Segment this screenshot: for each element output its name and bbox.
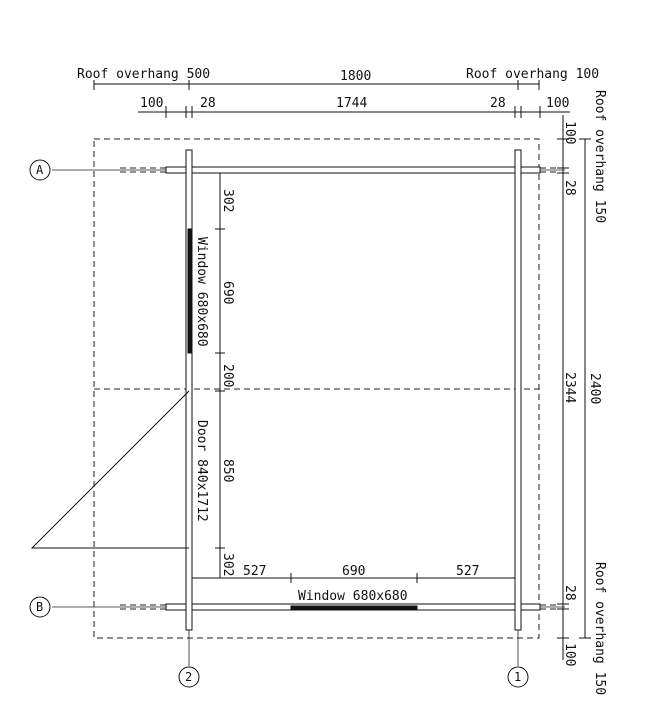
dim-right-seg-1: 100 bbox=[562, 121, 577, 144]
grid-marker-2-label: 2 bbox=[185, 670, 192, 684]
dim-right-seg-2: 28 bbox=[562, 180, 577, 196]
label-door: Door 840x1712 bbox=[194, 420, 209, 522]
dim-seg-5: 100 bbox=[546, 96, 569, 111]
dim-bottom-seg-3: 527 bbox=[456, 564, 479, 579]
dim-left-seg-5: 302 bbox=[220, 553, 235, 576]
grid-marker-a bbox=[29, 159, 51, 181]
dim-overhang-right: Roof overhang 100 bbox=[466, 67, 599, 82]
door-swing bbox=[30, 390, 190, 549]
dim-seg-2: 28 bbox=[200, 96, 216, 111]
grid-markers: A B 2 1 bbox=[29, 159, 529, 688]
wall-left bbox=[185, 149, 193, 631]
dim-overhang-top: Roof overhang 150 bbox=[592, 90, 607, 223]
grid-marker-a-label: A bbox=[36, 163, 44, 177]
dim-seg-4: 28 bbox=[490, 96, 506, 111]
dim-total-depth: 2400 bbox=[587, 373, 602, 404]
dim-seg-1: 100 bbox=[140, 96, 163, 111]
dim-overhang-bottom: Roof overhang 150 bbox=[592, 562, 607, 695]
openings bbox=[30, 228, 418, 610]
dim-overhang-left: Roof overhang 500 bbox=[77, 67, 210, 82]
dim-right-inner: 100 28 2344 28 100 bbox=[557, 115, 577, 666]
label-window-bottom: Window 680x680 bbox=[298, 589, 408, 604]
wall-right bbox=[514, 149, 522, 631]
dim-left-seg-1: 302 bbox=[220, 189, 235, 212]
grid-marker-1 bbox=[507, 666, 529, 688]
window-bottom-glass bbox=[290, 605, 418, 610]
grid-marker-b bbox=[29, 596, 51, 618]
dim-second-row: 100 28 1744 28 100 bbox=[138, 96, 570, 118]
dim-seg-3: 1744 bbox=[336, 96, 367, 111]
dim-right-seg-4: 28 bbox=[562, 585, 577, 601]
walls bbox=[120, 149, 560, 631]
dim-right-seg-3: 2344 bbox=[562, 372, 577, 403]
dim-left-seg-3: 200 bbox=[220, 364, 235, 387]
dim-total-width: 1800 bbox=[340, 69, 371, 84]
dim-left-wall-chain: 302 690 200 850 302 bbox=[215, 172, 235, 579]
dim-left-seg-2: 690 bbox=[220, 281, 235, 304]
label-window-left: Window 680x680 bbox=[194, 237, 209, 347]
dim-left-seg-4: 850 bbox=[220, 459, 235, 482]
dim-bottom-seg-1: 527 bbox=[243, 564, 266, 579]
dim-right-outer: Roof overhang 150 2400 Roof overhang 150 bbox=[579, 90, 607, 695]
grid-marker-1-label: 1 bbox=[514, 670, 521, 684]
dim-bottom-wall-chain: 527 690 527 bbox=[192, 564, 516, 583]
opening-labels: Window 680x680 Door 840x1712 Window 680x… bbox=[194, 237, 408, 604]
dim-top-row: Roof overhang 500 1800 Roof overhang 100 bbox=[77, 67, 599, 90]
dim-right-seg-5: 100 bbox=[562, 643, 577, 666]
grid-marker-b-label: B bbox=[36, 600, 43, 614]
roof-outline bbox=[93, 138, 540, 639]
dim-bottom-seg-2: 690 bbox=[342, 564, 365, 579]
grid-marker-2 bbox=[178, 666, 200, 688]
wall-top bbox=[165, 166, 541, 174]
window-left-glass bbox=[187, 228, 192, 354]
